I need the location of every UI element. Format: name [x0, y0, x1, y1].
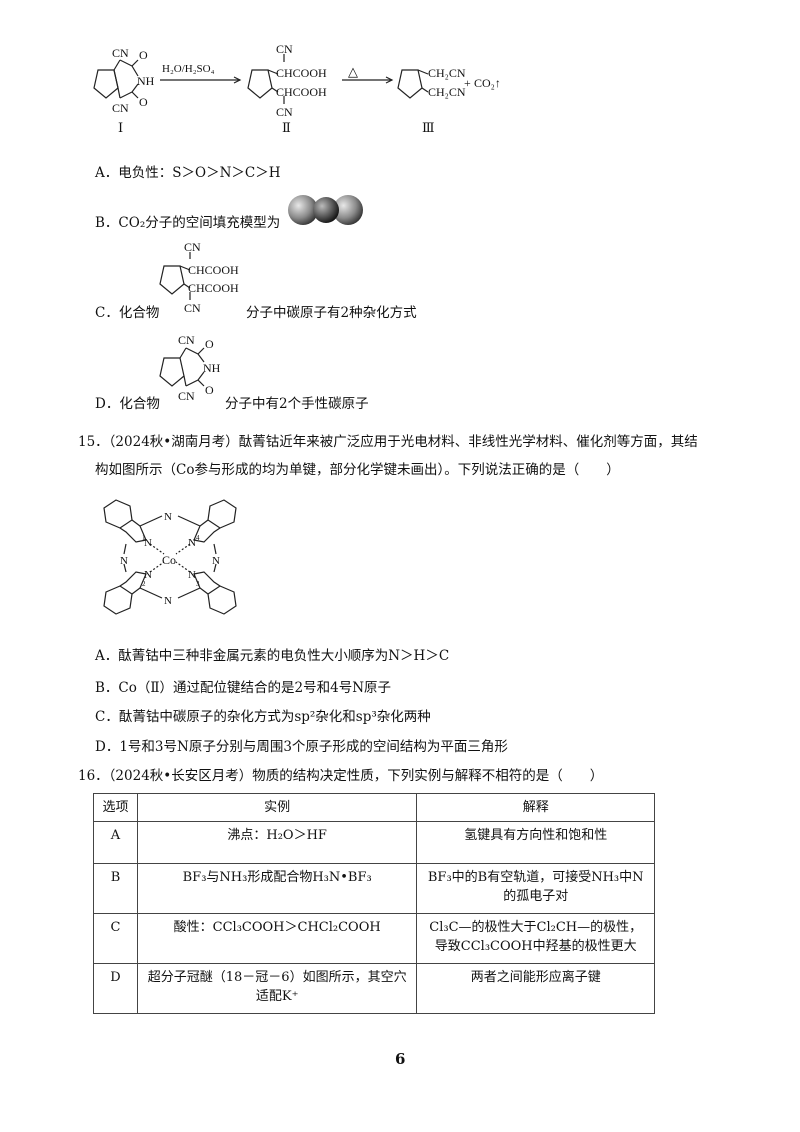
compound-II-label: Ⅱ [282, 120, 291, 135]
reaction-arrow-1: H₂O/H₂SO₄ [160, 63, 242, 84]
page-number: 6 [395, 1050, 406, 1068]
d-nh: NH [203, 361, 221, 375]
d-o-bottom: O [205, 383, 214, 397]
benzo-ring-bottom-right [207, 585, 237, 615]
cobalt-center: Co [162, 553, 176, 567]
table-row: D 超分子冠醚（18－冠－6）如图所示，其空穴适配K⁺ 两者之间能形应离子键 [93, 963, 655, 1014]
c-cn-top: CN [184, 240, 201, 254]
compound-I-o-bottom: O [139, 95, 148, 109]
q14-option-d-structure: CN CN O O NH [159, 333, 221, 403]
pyrrole-n-4: N [188, 537, 196, 549]
compound-II-chcooh-bottom: CHCOOH [276, 85, 327, 99]
q16-stem: 16．（2024秋•长安区月考）物质的结构决定性质，下列实例与解释不相符的是（ … [78, 768, 604, 784]
compound-III-structure: CH₂CN CH₂CN + CO₂↑ Ⅲ [397, 66, 501, 135]
table-row: C 酸性：CCl₃COOH＞CHCl₂COOH Cl₃C—的极性大于Cl₂CH—… [93, 913, 655, 964]
row-a-explanation: 氢键具有方向性和饱和性 [416, 821, 655, 864]
q15-option-c: C．酞菁钴中碳原子的杂化方式为sp²杂化和sp³杂化两种 [95, 709, 431, 725]
row-c-explanation: Cl₃C—的极性大于Cl₂CH—的极性，导致CCl₃COOH中羟基的极性更大 [416, 913, 655, 964]
c-chcooh-bottom: CHCOOH [188, 281, 239, 295]
benzo-ring-bottom-left [103, 585, 133, 615]
header-explanation: 解释 [416, 793, 655, 822]
c-cn-bottom: CN [184, 301, 201, 315]
compound-II-chcooh-top: CHCOOH [276, 66, 327, 80]
row-a-option: A [93, 821, 138, 864]
pyrrole-n-1: N [144, 537, 152, 549]
n-number-3: 3 [196, 580, 200, 588]
table-row: A 沸点：H₂O＞HF 氢键具有方向性和饱和性 [93, 821, 655, 864]
carbon-sphere [313, 197, 339, 223]
q14-option-c-structure: CN CHCOOH CHCOOH CN [159, 240, 239, 315]
q14-option-b: B．CO₂分子的空间填充模型为 [95, 215, 281, 231]
q14-option-d-tail: 分子中有2个手性碳原子 [225, 396, 369, 412]
q15-option-d: D．1号和3号N原子分别与周围3个原子形成的空间结构为平面三角形 [95, 739, 508, 755]
row-b-example: BF₃与NH₃形成配合物H₃N•BF₃ [136, 863, 418, 914]
benzo-ring-top-left [103, 499, 133, 529]
compound-I-cn-top: CN [112, 46, 129, 60]
q16-options-table: 选项 实例 解释 A 沸点：H₂O＞HF 氢键具有方向性和饱和性 B BF₃与N… [93, 793, 655, 1014]
n-number-2: 2 [142, 580, 146, 588]
row-b-option: B [93, 863, 138, 914]
compound-I-structure: CN CN O O NH Ⅰ [93, 46, 155, 135]
header-option: 选项 [93, 793, 138, 822]
n-number-4: 4 [196, 534, 200, 542]
q15-option-b: B．Co（Ⅱ）通过配位键结合的是2号和4号N原子 [95, 680, 392, 696]
meso-n-top: N [164, 511, 172, 523]
compound-III-ch2cn-top: CH₂CN [428, 66, 466, 80]
compound-III-label: Ⅲ [422, 120, 435, 135]
compound-II-structure: CN CHCOOH CHCOOH CN Ⅱ [247, 42, 327, 135]
row-c-option: C [93, 913, 138, 964]
row-a-example: 沸点：H₂O＞HF [136, 821, 418, 864]
compound-I-label: Ⅰ [118, 120, 123, 135]
table-header-row: 选项 实例 解释 [93, 793, 655, 822]
row-d-explanation: 两者之间能形应离子键 [416, 963, 655, 1014]
q14-option-a: A．电负性：S＞O＞N＞C＞H [95, 165, 281, 181]
q15-stem-line2: 构如图所示（Co参与形成的均为单键，部分化学键未画出）。下列说法正确的是（ ） [95, 462, 620, 478]
q14-option-c-tail: 分子中碳原子有2种杂化方式 [246, 305, 417, 321]
compound-I-nh: NH [137, 74, 155, 88]
co2-space-filling-model [288, 195, 363, 225]
meso-n-left: N [120, 555, 128, 567]
row-d-example: 超分子冠醚（18－冠－6）如图所示，其空穴适配K⁺ [136, 963, 418, 1014]
n-number-1: 1 [142, 534, 146, 542]
q14-option-c: C．化合物 [95, 305, 160, 321]
co2-product: CO₂↑ [474, 76, 501, 90]
cobalt-phthalocyanine-structure: N N N N N 1 N 2 N 3 N 4 Co [103, 499, 237, 615]
row-d-option: D [93, 963, 138, 1014]
q14-option-d: D．化合物 [95, 396, 160, 412]
c-chcooh-top: CHCOOH [188, 263, 239, 277]
compound-II-cn-top: CN [276, 42, 293, 56]
oxygen-sphere-left [288, 195, 318, 225]
compound-I-o-top: O [139, 48, 148, 62]
pyrrole-n-2: N [144, 569, 152, 581]
table-row: B BF₃与NH₃形成配合物H₃N•BF₃ BF₃中的B有空轨道，可接受NH₃中… [93, 863, 655, 914]
compound-III-ch2cn-bottom: CH₂CN [428, 85, 466, 99]
oxygen-sphere-right [333, 195, 363, 225]
row-b-explanation: BF₃中的B有空轨道，可接受NH₃中N的孤电子对 [416, 863, 655, 914]
meso-n-bottom: N [164, 595, 172, 607]
pyrrole-n-3: N [188, 569, 196, 581]
meso-n-right: N [212, 555, 220, 567]
compound-I-cn-bottom: CN [112, 101, 129, 115]
q15-option-a: A．酞菁钴中三种非金属元素的电负性大小顺序为N＞H＞C [95, 648, 450, 664]
reaction-scheme: CN CN O O NH Ⅰ H₂O/H₂SO₄ CN CHCOOH CHCOO… [93, 42, 501, 135]
d-cn-top: CN [178, 333, 195, 347]
reaction-arrow-2: △ [342, 64, 394, 84]
header-example: 实例 [136, 793, 418, 822]
q15-stem-line1: 15．（2024秋•湖南月考）酞菁钴近年来被广泛应用于光电材料、非线性光学材料、… [78, 434, 698, 450]
d-cn-bottom: CN [178, 389, 195, 403]
d-o-top: O [205, 337, 214, 351]
reagent-label: H₂O/H₂SO₄ [162, 63, 215, 75]
compound-II-cn-bottom: CN [276, 105, 293, 119]
heat-symbol: △ [348, 64, 358, 79]
benzo-ring-top-right [207, 499, 237, 529]
row-c-example: 酸性：CCl₃COOH＞CHCl₂COOH [136, 913, 418, 964]
plus-sign: + [464, 76, 471, 90]
